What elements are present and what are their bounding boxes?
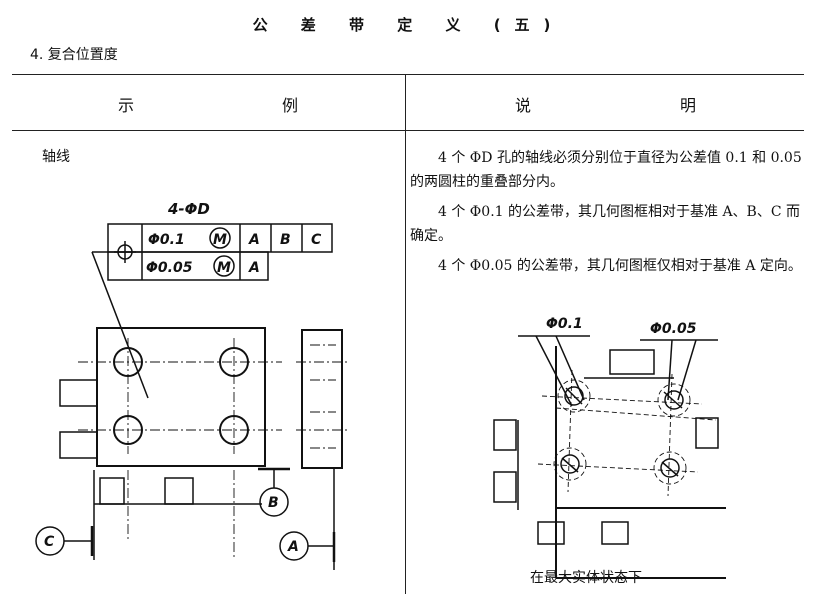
datum-pad — [695, 417, 719, 449]
description-paragraph: 4 个 Φ0.1 的公差带，其几何图框相对于基准 A、B、C 而确定。 — [410, 204, 801, 244]
section-heading: 4. 复合位置度 — [30, 47, 118, 63]
mmc-letter-row2: M — [217, 260, 231, 276]
datum-ref-a-row2: A — [248, 260, 260, 276]
datum-pad — [493, 419, 517, 451]
page-title: 公 差 带 定 义 (五) — [252, 16, 565, 34]
callout-text: 4-ΦD — [167, 200, 210, 218]
control-frame-row2 — [107, 251, 269, 281]
datum-pad — [493, 471, 517, 503]
tolerance-zone-drawing: Φ0.1 Φ0.05 在最大实体状态下 — [493, 316, 726, 586]
zone-label-01: Φ0.1 — [546, 316, 583, 332]
mmc-symbol-icon — [209, 227, 231, 249]
datum-ref-b-row1: B — [280, 232, 291, 248]
description-text: 4 个 ΦD 孔的轴线必须分别位于直径为公差值 0.1 和 0.05 的两圆柱的… — [410, 146, 802, 278]
description-paragraph: 4 个 ΦD 孔的轴线必须分别位于直径为公差值 0.1 和 0.05 的两圆柱的… — [410, 150, 802, 190]
description-paragraph: 4 个 Φ0.05 的公差带，其几何图框仅相对于基准 A 定向。 — [438, 258, 802, 274]
zone-label-005: Φ0.05 — [650, 321, 697, 337]
datum-c-letter: C — [44, 534, 55, 550]
table-header-rule — [12, 130, 804, 131]
tolerance-zone-circle — [560, 454, 580, 474]
tolerance-zone-circle — [664, 390, 684, 410]
header-description-char1: 说 — [515, 96, 532, 115]
datum-a-letter: A — [287, 539, 299, 555]
header-description-char2: 明 — [680, 96, 697, 115]
mmc-letter-row1: M — [213, 232, 227, 248]
tolerance-zone-circle — [660, 458, 680, 478]
part-side-view — [301, 329, 343, 469]
table-top-rule — [12, 74, 804, 75]
datum-ref-c-row1: C — [311, 232, 322, 248]
drawing-caption: 在最大实体状态下 — [530, 570, 642, 586]
datum-pad — [609, 349, 655, 375]
datum-pad — [537, 521, 565, 545]
tolerance-zone-circle — [564, 386, 584, 406]
datum-b-letter: B — [268, 495, 279, 511]
datum-ref-a-row1: A — [248, 232, 260, 248]
table-column-divider — [405, 74, 406, 594]
header-example-char1: 示 — [118, 96, 135, 115]
example-drawing: 4-ΦD Φ0.1 M A B C Φ0.05 M A B C A — [35, 200, 350, 570]
tolerance-value-row2: Φ0.05 — [146, 260, 193, 276]
tolerance-value-row1: Φ0.1 — [148, 232, 185, 248]
example-label: 轴线 — [42, 149, 70, 165]
datum-pad — [601, 521, 629, 545]
datum-b-symbol — [259, 487, 289, 517]
mmc-symbol-icon — [213, 255, 235, 277]
header-example-char2: 例 — [282, 96, 299, 115]
